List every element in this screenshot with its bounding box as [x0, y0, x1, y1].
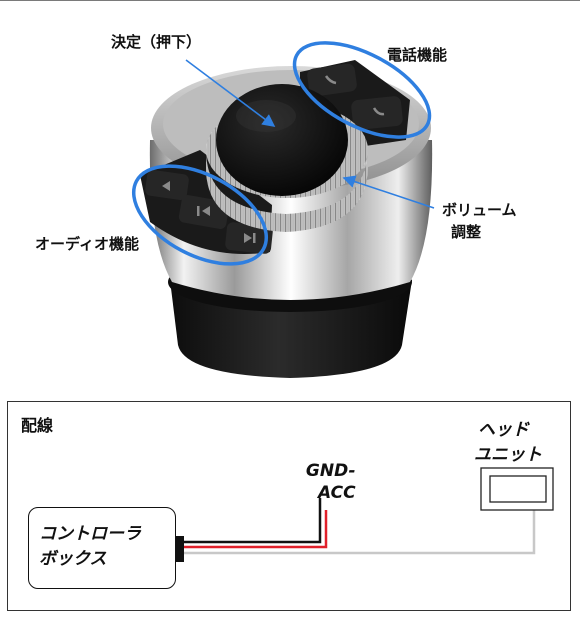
wire-black	[184, 498, 322, 544]
audio-function-label: オーディオ機能	[35, 235, 139, 253]
controller-box-label-line2: ボックス	[39, 549, 107, 569]
top-divider	[0, 0, 580, 1]
volume-label-line1: ボリューム	[442, 201, 517, 219]
head-unit-label-line2: ユニット	[474, 445, 542, 465]
head-unit-label-line1: ヘッド	[478, 420, 529, 440]
wire-red	[184, 510, 328, 549]
gnd-acc-label: GND- ACC	[304, 460, 356, 504]
gnd-label-line1: GND-	[305, 461, 356, 481]
wiring-diagram: 配線 GND- ACC ヘッド ユニット コントローラ ボックス	[7, 401, 571, 611]
head-unit-label: ヘッド ユニット	[474, 418, 542, 468]
controller-box-label-line1: コントローラ	[39, 524, 141, 544]
wire-gray	[184, 510, 536, 555]
wiring-lines	[176, 467, 554, 562]
controller-box: コントローラ ボックス	[28, 507, 176, 589]
wiring-title: 配線	[21, 416, 54, 435]
volume-label-line2: 調整	[451, 223, 482, 241]
connector-block	[176, 536, 184, 562]
gnd-label-line2: ACC	[318, 483, 356, 503]
head-unit-screen	[489, 475, 547, 503]
phone-function-label: 電話機能	[387, 46, 448, 64]
steering-remote-illustration	[131, 41, 435, 378]
confirm-label: 決定（押下）	[111, 33, 202, 51]
